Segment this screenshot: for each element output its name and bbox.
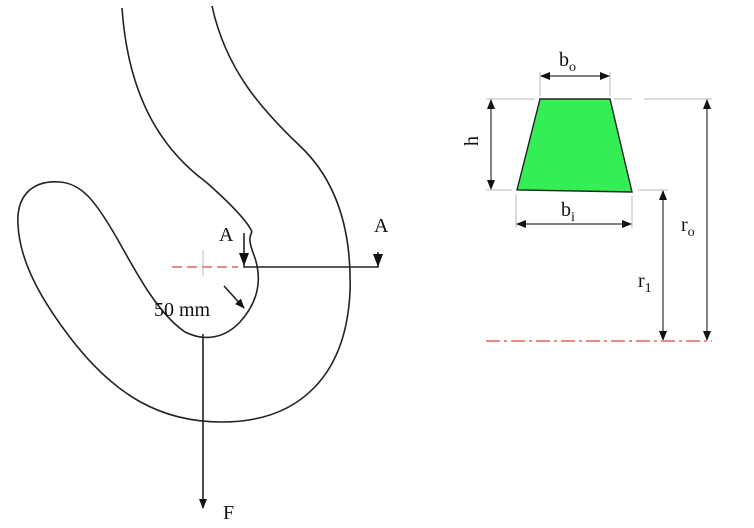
radius-label: 50 mm: [154, 299, 211, 321]
hook-outer-outline: [121, 7, 253, 233]
ro-label: ro: [681, 214, 695, 240]
bo-label: bo: [559, 49, 576, 75]
h-label: h: [461, 136, 483, 146]
section-line-a-a: [243, 233, 379, 268]
trapezoid-section: [516, 98, 633, 193]
section-arrow-right: [373, 254, 383, 267]
section-label-left: A: [219, 224, 234, 246]
section-label-right: A: [374, 215, 389, 237]
hook-body: [17, 5, 351, 423]
r1-label: r1: [638, 270, 652, 296]
radius-arrow: [223, 285, 245, 309]
section-arrow-left: [239, 253, 249, 266]
force-label: F: [223, 502, 234, 524]
bi-label: bi: [561, 199, 575, 225]
hook-outer-back: [17, 5, 351, 423]
